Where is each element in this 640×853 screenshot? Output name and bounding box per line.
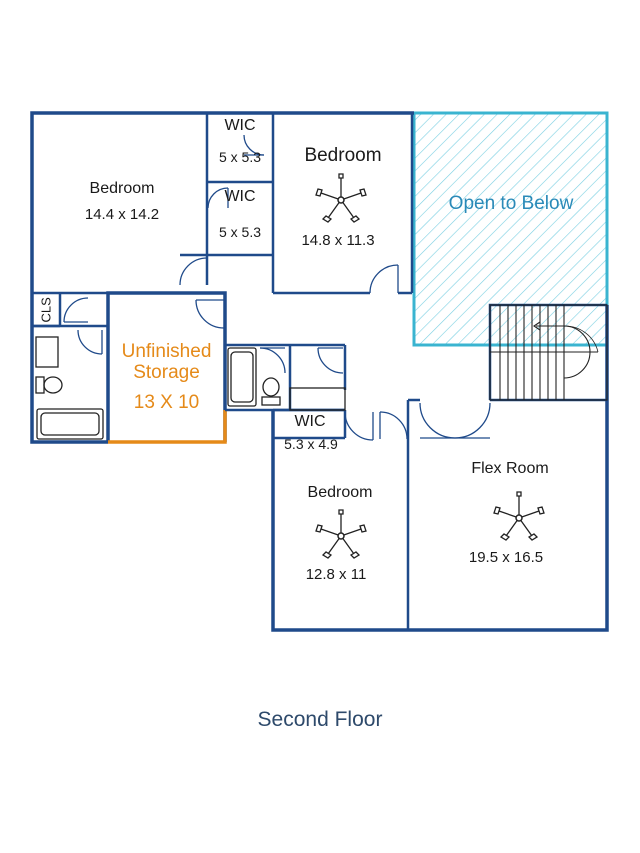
bedroom-left-name: Bedroom	[89, 180, 155, 197]
stairs-icon	[489, 304, 608, 401]
storage-walls	[106, 291, 227, 444]
open-to-below-label: Open to Below	[448, 193, 574, 214]
sink-icon	[35, 336, 346, 411]
storage-label-line1: Unfinished	[121, 341, 212, 362]
wic-mid-name: WIC	[224, 188, 256, 205]
flex-room-name: Flex Room	[471, 460, 549, 477]
toilet-icon	[35, 376, 281, 406]
floor-caption: Second Floor	[257, 708, 383, 731]
wic-low-dims: 5.3 x 4.9	[284, 436, 338, 452]
wic-top-dims: 5 x 5.3	[218, 149, 262, 165]
cls-label: CLS	[38, 297, 54, 323]
wic-top-name: WIC	[224, 117, 256, 134]
flex-room-dims: 19.5 x 16.5	[468, 549, 544, 566]
open-to-below-area	[412, 111, 609, 347]
wic-low-name: WIC	[294, 413, 326, 430]
bedroom-top-name: Bedroom	[304, 145, 382, 166]
bedroom-bottom-name: Bedroom	[307, 484, 373, 501]
storage-label-line2: Storage	[133, 362, 200, 383]
bedroom-bottom-dims: 12.8 x 11	[305, 566, 367, 583]
bedroom-top-dims: 14.8 x 11.3	[301, 232, 375, 249]
door-swing-icon	[63, 134, 491, 441]
bedroom-left-dims: 14.4 x 14.2	[84, 206, 160, 223]
wic-mid-dims: 5 x 5.3	[218, 224, 262, 240]
storage-dims: 13 X 10	[133, 392, 200, 413]
bathtub-icon	[36, 347, 257, 440]
